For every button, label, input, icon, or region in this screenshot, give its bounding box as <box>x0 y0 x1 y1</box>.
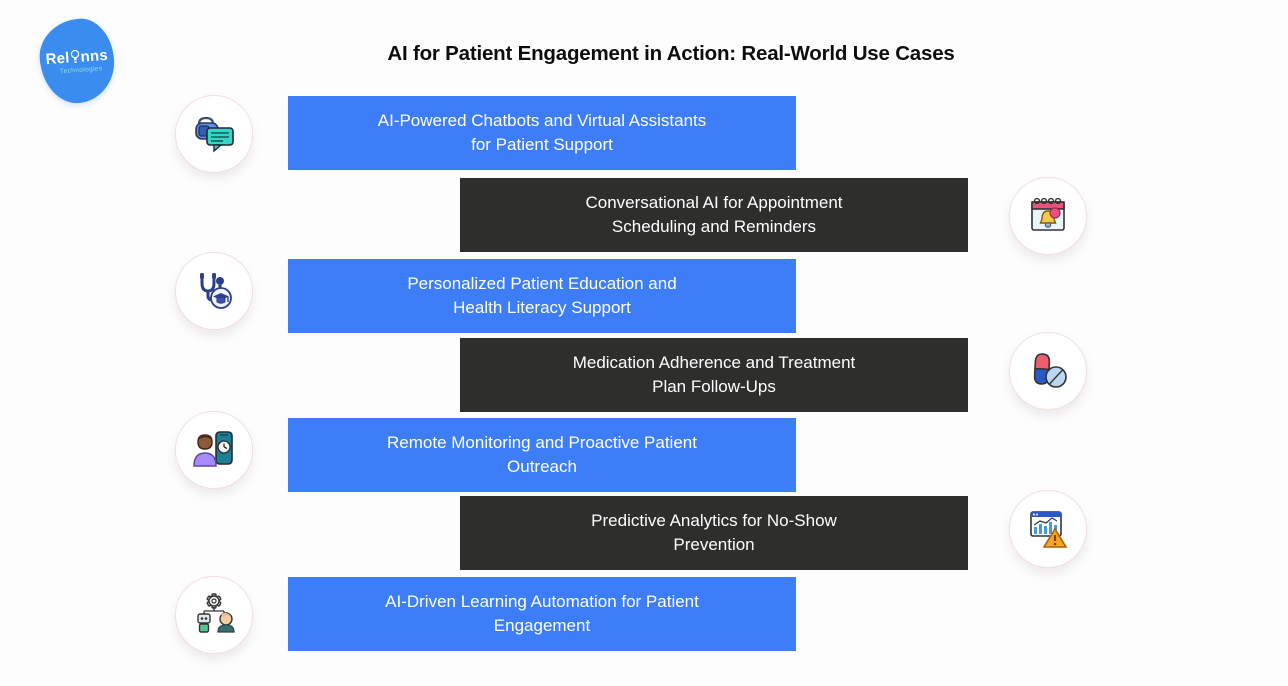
use-case-bar: AI-Driven Learning Automation for Patien… <box>288 577 796 651</box>
icon-circle <box>1009 332 1087 410</box>
patient-phone-monitoring-icon <box>193 431 233 467</box>
calendar-reminder-bell-icon <box>1031 197 1065 231</box>
icon-circle <box>175 576 253 654</box>
icon-circle <box>175 252 253 330</box>
icon-circle <box>175 95 253 173</box>
page-title: AI for Patient Engagement in Action: Rea… <box>387 42 955 65</box>
use-case-bar: Personalized Patient Education and Healt… <box>288 259 796 333</box>
pills-icon <box>1033 353 1067 388</box>
relinns-logo: Rel nns Technologies <box>37 16 117 106</box>
icon-circle <box>1009 490 1087 568</box>
robot-learning-icon <box>197 593 235 633</box>
icon-circle <box>1009 177 1087 255</box>
use-case-bar: Predictive Analytics for No-Show Prevent… <box>460 496 968 570</box>
logo-tagline: Technologies <box>59 65 103 76</box>
lightbulb-icon <box>70 48 80 68</box>
chatbot-speech-bubble-icon <box>195 116 234 153</box>
use-case-bar: Medication Adherence and Treatment Plan … <box>460 338 968 412</box>
use-case-bar: Conversational AI for Appointment Schedu… <box>460 178 968 252</box>
use-case-bar: Remote Monitoring and Proactive Patient … <box>288 418 796 492</box>
icon-circle <box>175 411 253 489</box>
relinns-logo-wordmark: Rel nns <box>45 46 108 68</box>
use-case-bar: AI-Powered Chatbots and Virtual Assistan… <box>288 96 796 170</box>
analytics-warning-icon <box>1030 511 1068 548</box>
stethoscope-education-icon <box>200 273 232 309</box>
